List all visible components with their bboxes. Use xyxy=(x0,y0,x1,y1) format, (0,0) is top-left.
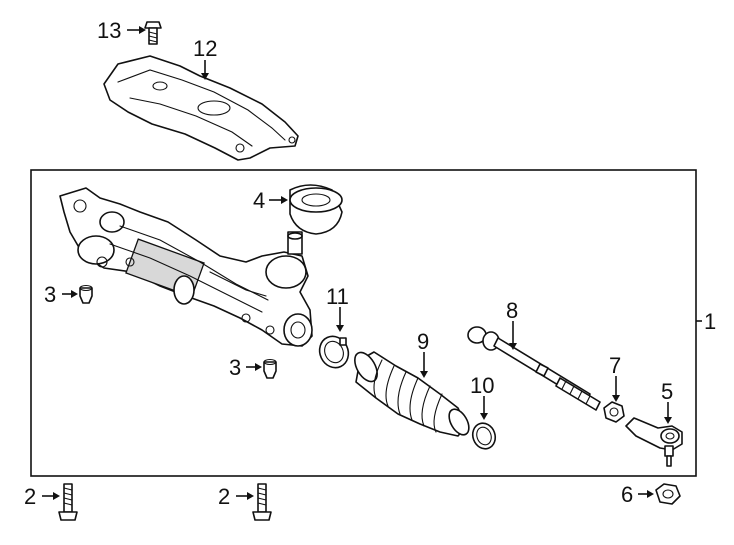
bolt-2a-part xyxy=(58,483,78,521)
heat-shield-part xyxy=(103,55,299,161)
bolt-13-part xyxy=(144,21,162,45)
callout-3b: 3 xyxy=(229,355,241,380)
callout-8: 8 xyxy=(506,298,518,323)
callout-1: 1 xyxy=(704,309,716,334)
callout-2b: 2 xyxy=(218,484,230,509)
callout-11: 11 xyxy=(326,284,349,309)
steering-gear-part xyxy=(59,187,313,347)
bolt-2b-part xyxy=(252,483,272,521)
clamp-11-part xyxy=(318,335,350,369)
callout-3a: 3 xyxy=(44,282,56,307)
callout-9: 9 xyxy=(417,329,429,354)
nut-6-part xyxy=(655,483,681,505)
leader-lines xyxy=(42,26,702,500)
inner-tie-rod-part xyxy=(467,326,601,411)
callout-4: 4 xyxy=(253,188,265,213)
callout-12: 12 xyxy=(193,36,217,61)
callout-5: 5 xyxy=(661,379,673,404)
bushing-3a-part xyxy=(79,284,93,304)
callout-6: 6 xyxy=(621,482,633,507)
callout-7: 7 xyxy=(609,353,621,378)
callout-13: 13 xyxy=(97,18,121,43)
grommet-part xyxy=(289,184,343,235)
tie-rod-end-part xyxy=(625,417,683,467)
callout-10: 10 xyxy=(470,373,494,398)
clamp-10-part xyxy=(471,422,497,450)
callout-2a: 2 xyxy=(24,484,36,509)
jam-nut-part xyxy=(603,401,625,423)
assembly-frame xyxy=(30,169,697,477)
boot-part xyxy=(354,351,470,437)
bushing-3b-part xyxy=(263,358,277,379)
